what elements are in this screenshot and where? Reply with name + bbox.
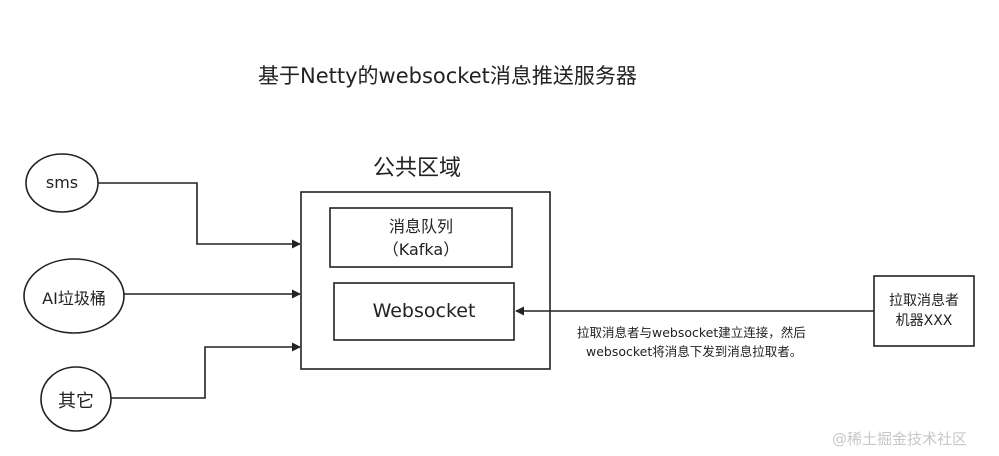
consumer-line1: 拉取消息者 [889,293,959,309]
sms-label: sms [45,173,79,192]
kafka-queue-line2: （Kafka） [382,240,460,259]
consumer-line2: 机器XXX [895,313,953,329]
connection-note-line2: websocket将消息下发到消息拉取者。 [586,344,803,359]
diagram-title: 基于Netty的websocket消息推送服务器 [258,64,637,88]
consumer-label: 拉取消息者 机器XXX [874,291,974,331]
consumer-box [873,275,975,347]
kafka-queue-box [329,207,513,268]
websocket-label: Websocket [372,300,476,322]
ai-label: AI垃圾桶 [42,289,106,308]
ai-node [23,258,125,334]
connection-note-line1: 拉取消息者与websocket建立连接，然后 [577,325,806,340]
kafka-queue-label: 消息队列 （Kafka） [330,215,512,261]
public-area-label: 公共区域 [373,156,462,181]
other-label: 其它 [58,391,94,412]
connection-note: 拉取消息者与websocket建立连接，然后 websocket将消息下发到消息… [577,323,806,361]
websocket-box [333,282,515,341]
sms-arrow [98,182,301,249]
other-node [40,366,112,432]
kafka-queue-line1: 消息队列 [388,217,453,236]
other-arrow [111,342,301,399]
watermark: @稀土掘金技术社区 [832,430,968,448]
